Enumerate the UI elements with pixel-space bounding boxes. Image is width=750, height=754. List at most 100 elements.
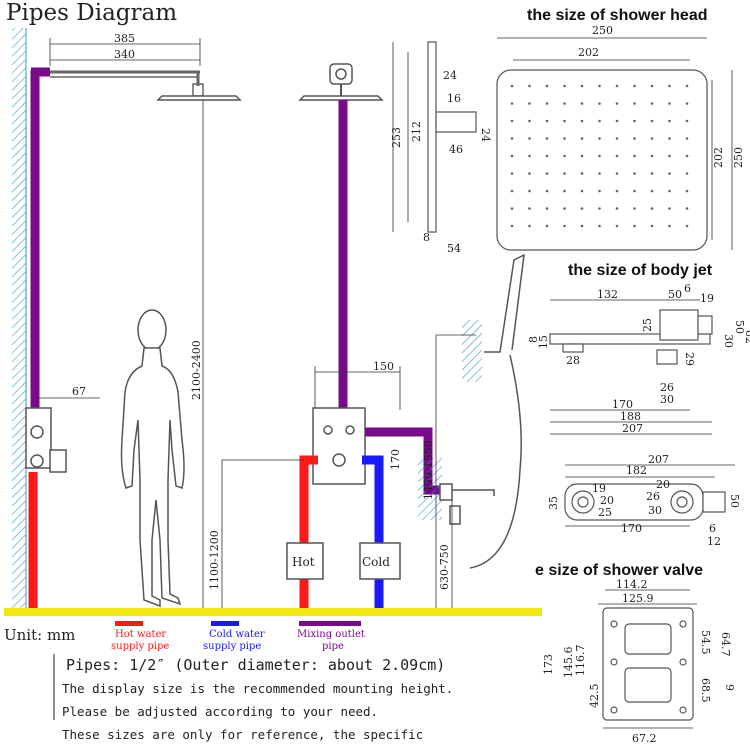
dim-bj-30b: 30: [660, 393, 674, 406]
nozzle-dot: [528, 207, 531, 210]
nozzle-dot: [668, 207, 671, 210]
nozzle-dot: [563, 224, 566, 228]
nozzle-dot: [685, 102, 689, 105]
nozzle-dot: [685, 207, 689, 210]
nozzle-dot: [563, 102, 566, 105]
dim-v-68: 68.5: [699, 678, 712, 703]
nozzle-dot: [510, 189, 514, 193]
nozzle-dot: [598, 119, 601, 123]
nozzle-dot: [615, 207, 619, 210]
dim-bj-19: 19: [700, 292, 714, 305]
nozzle-dot: [650, 207, 654, 210]
nozzle-dot: [545, 172, 549, 175]
diagram-title: Pipes Diagram: [6, 0, 177, 26]
dim-p-6: 6: [709, 522, 716, 535]
dim-bj-26: 26: [660, 381, 674, 394]
dim-p-207: 207: [648, 453, 669, 466]
dim-side-24a: 24: [443, 69, 457, 82]
nozzle-dot: [545, 137, 549, 140]
nozzle-dot: [510, 172, 514, 175]
dim-p-20a: 20: [600, 494, 614, 507]
legend-mix-label-1: Mixing outlet: [297, 629, 365, 640]
unit-label: Unit: mm: [4, 626, 75, 644]
nozzle-dot: [633, 172, 636, 175]
wall-right-bottom: [418, 458, 442, 520]
dim-212: 212: [410, 121, 423, 142]
dim-1100-1200: 1100-1200: [208, 530, 221, 590]
nozzle-dot: [598, 102, 601, 105]
dim-bj-82: 82: [743, 330, 750, 344]
dim-v-145: 145.6: [562, 647, 575, 679]
shower-valve-drawing: [602, 607, 694, 721]
nozzle-dot: [528, 154, 531, 158]
nozzle-dot: [633, 84, 636, 88]
shower-head-top: [496, 69, 708, 251]
nozzle-dot: [545, 84, 549, 88]
nozzle-dot: [615, 137, 619, 140]
hose: [469, 354, 522, 569]
nozzle-dot: [685, 119, 689, 123]
nozzle-dot: [633, 189, 636, 193]
shower-head-right: [298, 95, 384, 101]
nozzle-dot: [685, 154, 689, 158]
nozzle-dot: [668, 119, 671, 123]
human-figure: [120, 309, 185, 608]
nozzle-dot: [545, 189, 549, 193]
dim-bj-15: 15: [537, 335, 550, 349]
valve-panel: [312, 407, 366, 485]
dim-sh-202-top: 202: [578, 46, 599, 59]
dim-150: 150: [373, 360, 394, 373]
nozzle-dot: [563, 84, 566, 88]
nozzle-dot: [685, 137, 689, 140]
note-line-2: Please be adjusted according to your nee…: [62, 704, 379, 719]
nozzle-dot: [685, 172, 689, 175]
nozzle-dot: [580, 154, 584, 158]
nozzle-dot: [563, 189, 566, 193]
nozzle-dot: [598, 189, 601, 193]
nozzle-dot: [650, 189, 654, 193]
nozzle-dot: [528, 102, 531, 105]
nozzle-dot: [633, 207, 636, 210]
nozzle-dot: [580, 137, 584, 140]
nozzle-dot: [563, 119, 566, 123]
dim-bj-29: 29: [683, 352, 696, 366]
nozzle-dot: [580, 207, 584, 210]
dim-bj-30r: 30: [722, 334, 735, 348]
nozzle-dot: [685, 84, 689, 88]
nozzle-dot: [615, 172, 619, 175]
hot-box-label: Hot: [292, 555, 315, 569]
nozzle-dot: [563, 207, 566, 210]
legend-hot-swatch: [115, 621, 143, 626]
dim-170: 170: [389, 449, 402, 470]
heading-shower-valve: e size of shower valve: [535, 562, 703, 579]
wall-right-top: [462, 320, 482, 382]
hand-shower: [484, 253, 525, 353]
dim-bj-132: 132: [597, 288, 618, 301]
dim-p-12: 12: [707, 535, 721, 548]
dim-sh-250-right: 250: [732, 147, 745, 168]
nozzle-dot: [510, 102, 514, 105]
dim-v-125: 125.9: [622, 592, 654, 605]
nozzle-dot: [598, 154, 601, 158]
nozzle-dot: [633, 224, 636, 228]
nozzle-dot: [650, 154, 654, 158]
dim-bj-188: 188: [620, 410, 641, 423]
nozzle-dot: [528, 84, 531, 88]
dim-p-20b: 20: [656, 478, 670, 491]
nozzle-dot: [650, 172, 654, 175]
nozzle-dot: [598, 172, 601, 175]
nozzle-dot: [633, 154, 636, 158]
legend-mix-label-2: pipe: [322, 641, 344, 652]
nozzle-dot: [598, 207, 601, 210]
nozzle-dot: [598, 224, 601, 228]
body-jet: [439, 483, 453, 501]
dim-p-35: 35: [547, 496, 560, 510]
dim-p-182: 182: [626, 464, 647, 477]
body-jet-drawing: [549, 309, 713, 365]
dim-side-16: 16: [447, 92, 461, 105]
dim-p-170: 170: [621, 522, 642, 535]
nozzle-dot: [528, 172, 531, 175]
nozzle-dot: [668, 172, 671, 175]
nozzle-dot: [580, 102, 584, 105]
